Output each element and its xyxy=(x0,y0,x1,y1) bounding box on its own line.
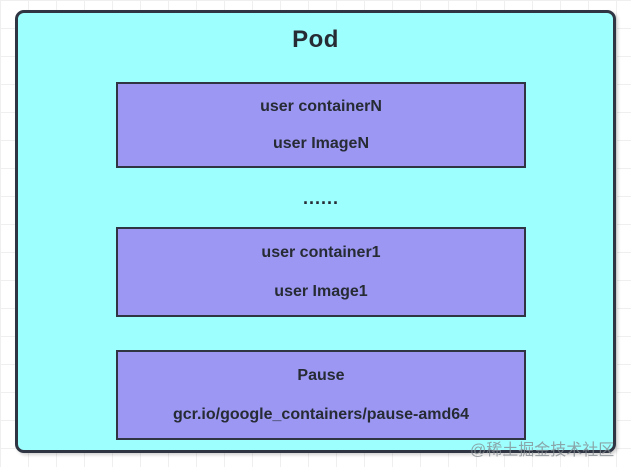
watermark: @稀土掘金技术社区 xyxy=(470,442,615,459)
container-name: Pause xyxy=(297,366,345,384)
container-box-user-container1: user container1 user Image1 xyxy=(116,227,526,317)
pod-title: Pod xyxy=(292,26,339,53)
container-image: user Image1 xyxy=(274,282,368,300)
container-image: user ImageN xyxy=(272,134,370,152)
container-name: user containerN xyxy=(260,97,382,115)
container-name: user container1 xyxy=(261,243,381,261)
pod-box: Pod user containerN user ImageN ...... u… xyxy=(15,10,616,453)
ellipsis-text: ...... xyxy=(302,188,339,208)
container-image: gcr.io/google_containers/pause-amd64 xyxy=(172,405,470,423)
container-box-pause: Pause gcr.io/google_containers/pause-amd… xyxy=(116,350,526,440)
container-box-user-containerN: user containerN user ImageN xyxy=(116,82,526,168)
